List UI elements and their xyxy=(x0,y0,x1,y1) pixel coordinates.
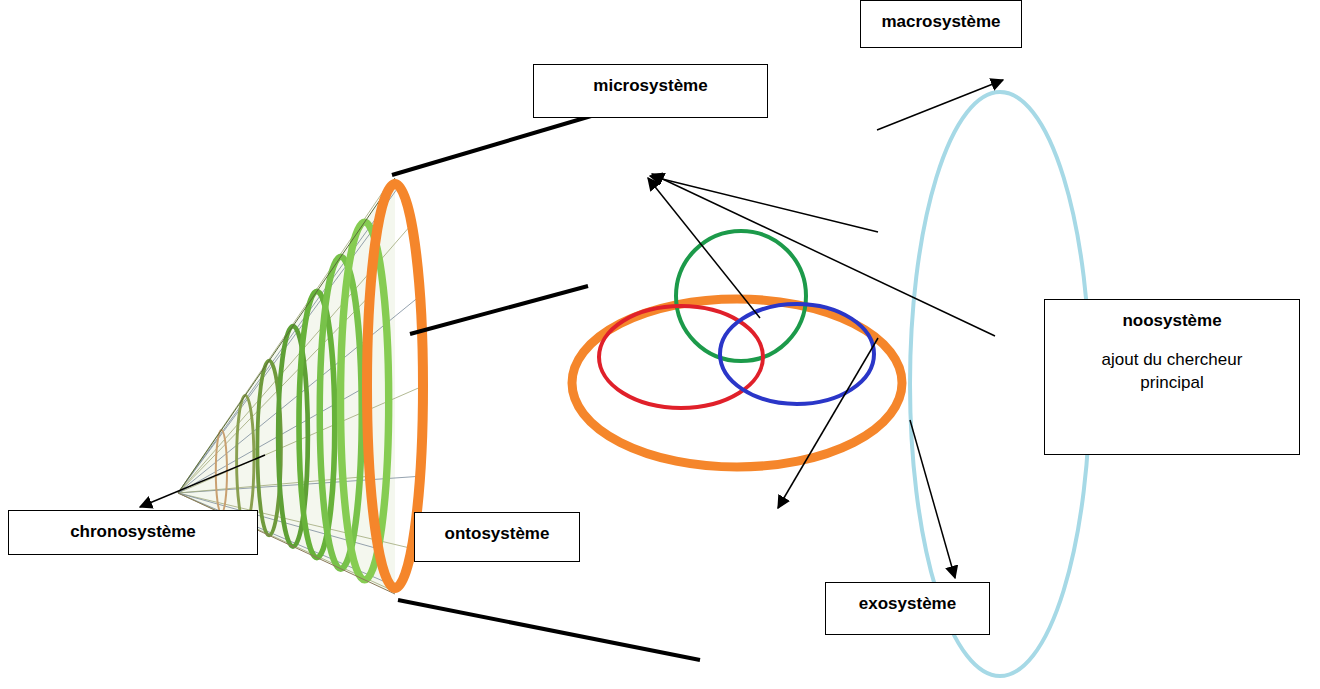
ontosystem-circle xyxy=(676,231,806,361)
leader-lines xyxy=(140,80,1003,578)
microsystem-ellipse xyxy=(572,299,902,467)
leader-arrow xyxy=(910,420,955,578)
leader-arrow xyxy=(652,174,995,336)
leader-arrow xyxy=(778,338,878,508)
system-name: macrosystème xyxy=(881,11,1000,34)
system-name: ontosystème xyxy=(445,523,550,546)
cone-ring xyxy=(237,395,254,524)
label-box: ontosystème xyxy=(414,512,580,562)
leader-arrow xyxy=(650,176,878,232)
label-box: noosystème ajout du chercheur principal xyxy=(1044,299,1300,455)
system-name: chronosystème xyxy=(70,521,196,544)
system-name: noosystème xyxy=(1122,310,1221,333)
system-name: exosystème xyxy=(859,593,956,616)
label-box: macrosystème xyxy=(860,0,1022,48)
cone-edge xyxy=(178,178,395,493)
ontosystem-circle xyxy=(720,304,874,404)
zoom-line xyxy=(410,286,588,334)
leader-arrow xyxy=(877,80,1003,130)
system-name: microsystème xyxy=(593,75,707,98)
note-text: ajout du chercheur principal xyxy=(1085,349,1260,395)
label-box: microsystème xyxy=(533,64,768,118)
leader-arrow xyxy=(140,455,265,507)
label-box: chronosystème xyxy=(8,510,258,555)
zoom-line xyxy=(398,600,700,660)
label-box: exosystème xyxy=(825,582,990,635)
